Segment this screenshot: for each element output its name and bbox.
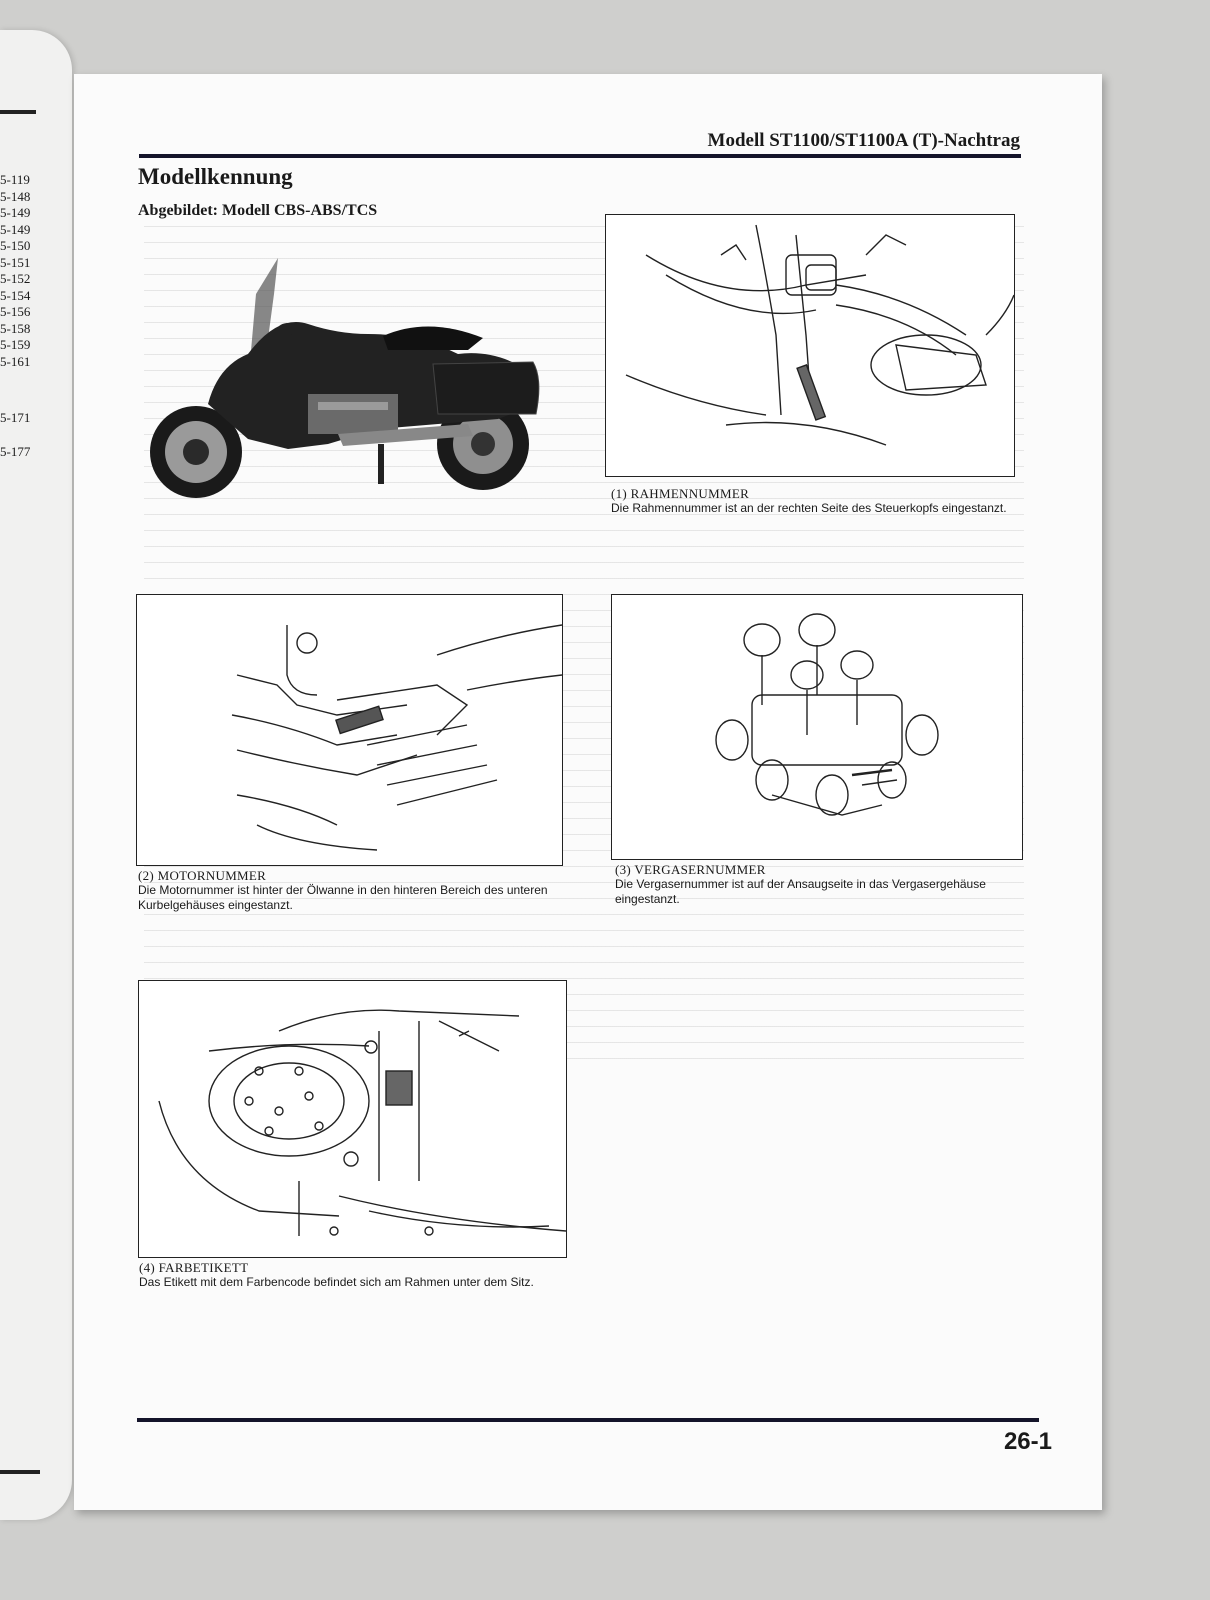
caption-text: Die Rahmennummer ist an der rechten Seit… [611,501,1007,515]
left-page-number: 5-149 [0,221,31,237]
caption-title: (4) FARBETIKETT [139,1260,249,1275]
caption-title: (3) VERGASERNUMMER [615,862,766,877]
figure-carburetor-number [611,594,1023,860]
left-page-number: 5-149 [0,205,31,220]
page-number: 26-1 [1003,1428,1052,1455]
left-page-number: 5-156 [0,304,31,319]
header-rule [139,154,1021,158]
caption-title: (1) RAHMENNUMMER [611,486,750,501]
left-page-number: 5-119 [0,172,30,187]
left-page-number: 5-152 [0,271,31,286]
left-page-number: 5-154 [0,287,31,303]
manual-page: Modell ST1100/ST1100A (T)-Nachtrag Model… [74,74,1102,1510]
left-page-rule-top [0,110,36,114]
caption-text: Die Motornummer ist hinter der Ölwanne i… [138,883,548,912]
caption-text: Das Etikett mit dem Farbencode befindet … [139,1275,534,1289]
left-page-number: 5-158 [0,320,31,336]
figure-color-label [138,980,567,1258]
caption-text: Die Vergasernummer ist auf der Ansaugsei… [615,877,986,906]
left-page-number: 5-150 [0,238,31,253]
left-page-rule-bottom [0,1470,40,1474]
motorcycle-photo [138,254,548,514]
left-page-number: 5-148 [0,188,31,204]
figure-caption-frame-number: (1) RAHMENNUMMER Die Rahmennummer ist an… [611,486,1031,516]
left-page-number: 5-177 [0,444,31,459]
figure-engine-number [136,594,563,866]
left-page-number: 5-161 [0,353,31,369]
section-subtitle: Abgebildet: Modell CBS-ABS/TCS [138,202,378,219]
left-page-number: 5-151 [0,254,31,270]
section-title: Modellkennung [138,164,293,189]
figure-caption-carburetor-number: (3) VERGASERNUMMER Die Vergasernummer is… [615,862,1035,907]
left-page-number: 5-159 [0,337,31,352]
left-page-edge: 5-119 5-148 5-149 5-149 5-150 5-151 5-15… [0,30,72,1520]
figure-caption-color-label: (4) FARBETIKETT Das Etikett mit dem Farb… [139,1260,579,1290]
footer-rule [137,1418,1039,1422]
figure-caption-engine-number: (2) MOTORNUMMER Die Motornummer ist hint… [138,868,568,913]
figure-frame-number [605,214,1015,477]
left-page-number: 5-171 [0,410,31,425]
left-page-index: 5-119 5-148 5-149 5-149 5-150 5-151 5-15… [0,172,30,370]
page-header-title: Modell ST1100/ST1100A (T)-Nachtrag [707,130,1020,151]
caption-title: (2) MOTORNUMMER [138,868,267,883]
